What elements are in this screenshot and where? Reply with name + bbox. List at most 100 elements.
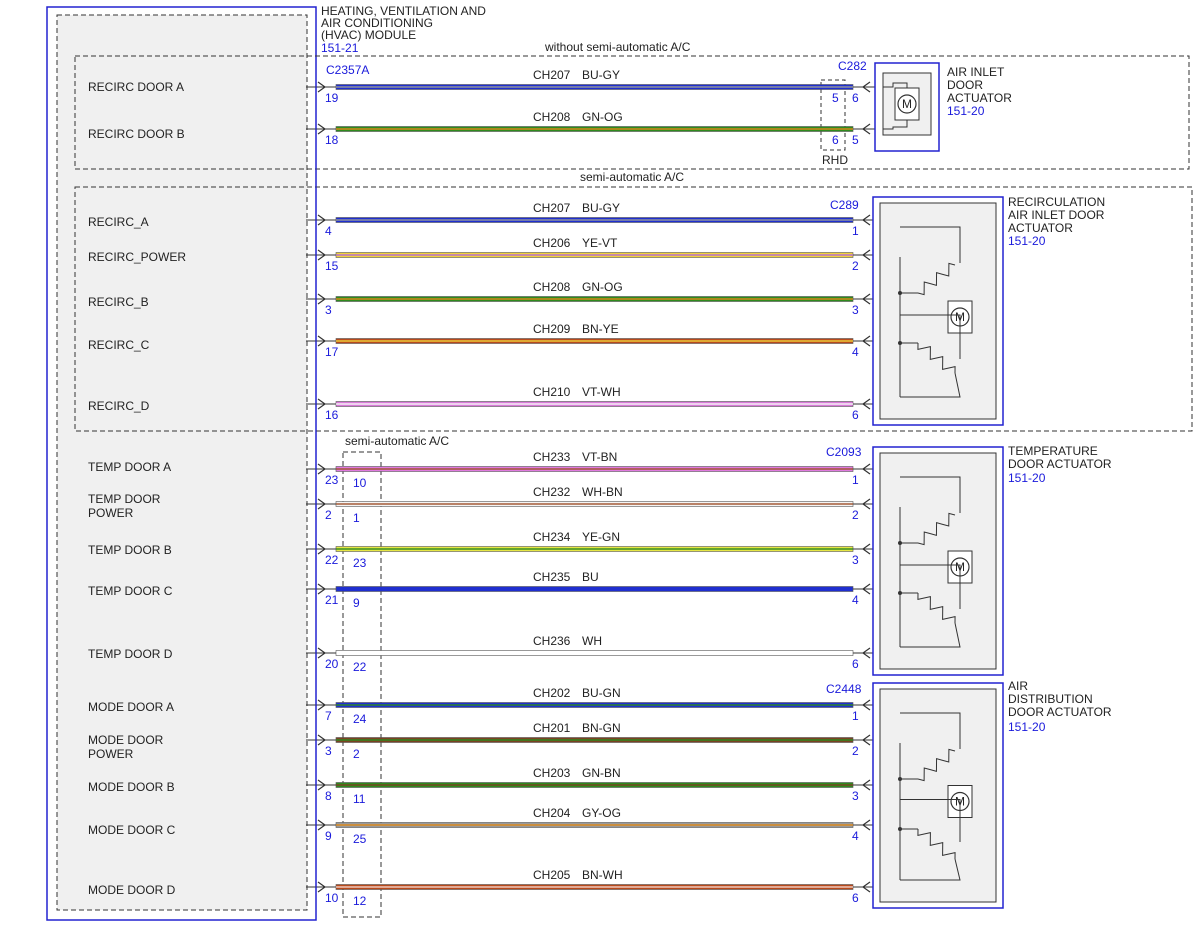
signal-label: POWER	[88, 506, 134, 520]
device-title: TEMPERATURE	[1008, 444, 1098, 458]
device-lead	[883, 120, 908, 130]
device-connector: C2093	[826, 445, 862, 459]
arrow-icon	[861, 734, 871, 746]
pin-device: 6	[852, 891, 859, 905]
pin-device: 3	[852, 553, 859, 567]
wire-color-code: GN-OG	[582, 110, 623, 124]
arrow-icon	[861, 819, 871, 831]
wire-color-code: BN-GN	[582, 721, 621, 735]
pin-module: 9	[325, 829, 332, 843]
device-panel	[879, 688, 997, 903]
device-title: ACTUATOR	[947, 91, 1012, 105]
winding-icon	[917, 592, 956, 624]
wire-color-code: GN-OG	[582, 280, 623, 294]
device-title: DOOR ACTUATOR	[1008, 705, 1112, 719]
signal-label: TEMP DOOR	[88, 492, 161, 506]
module-title-line-3: (HVAC) MODULE	[321, 28, 416, 42]
winding-icon	[917, 512, 956, 546]
arrow-icon	[861, 699, 871, 711]
device-lead	[900, 564, 961, 609]
wire-color-code: BN-WH	[582, 868, 623, 882]
arrow-icon	[317, 398, 327, 410]
arrow-icon	[861, 779, 871, 791]
wire-stripe	[336, 784, 853, 786]
arrow-icon	[861, 881, 871, 893]
signal-label: MODE DOOR D	[88, 883, 176, 897]
module-connector: C2357A	[326, 63, 369, 77]
pin-module: 16	[325, 408, 339, 422]
arrow-icon	[861, 249, 871, 261]
pin-module: 22	[325, 553, 339, 567]
arrow-icon	[861, 335, 871, 347]
device-title: DISTRIBUTION	[1008, 692, 1093, 706]
zone-bottom-box	[342, 451, 382, 918]
wire-stripe	[336, 886, 853, 888]
hvac-module-panel	[56, 14, 308, 911]
pin-device: 1	[852, 473, 859, 487]
device-lead	[900, 858, 961, 881]
arrow-icon	[317, 293, 327, 305]
arrow-icon	[317, 779, 327, 791]
pin-alt: 11	[353, 792, 366, 806]
arrow-icon	[317, 81, 327, 93]
pin-module: 2	[325, 508, 332, 522]
wire-stripe	[336, 739, 853, 741]
arrow-icon	[861, 647, 871, 659]
wire-circuit: CH204	[533, 806, 571, 820]
wire-color-code: GY-OG	[582, 806, 621, 820]
winding-icon	[917, 262, 956, 296]
pin-rhd: 6	[832, 133, 839, 147]
device-title: DOOR	[947, 78, 983, 92]
pin-module: 4	[325, 224, 332, 238]
pin-device: 6	[852, 408, 859, 422]
device-ref: 151-20	[1008, 471, 1046, 485]
wire-color-code: BU-GY	[582, 201, 620, 215]
pin-module: 3	[325, 744, 332, 758]
device-connector: C2448	[826, 682, 862, 696]
wire-color-code: WH-BN	[582, 485, 623, 499]
pin-alt: 9	[353, 596, 360, 610]
signal-label: RECIRC DOOR B	[88, 127, 185, 141]
wire-circuit: CH208	[533, 110, 571, 124]
device-panel	[879, 202, 997, 420]
wire-stripe	[336, 548, 853, 550]
winding-icon	[917, 748, 956, 782]
arrow-icon	[317, 463, 327, 475]
signal-label: RECIRC_A	[88, 215, 149, 229]
wire-circuit: CH202	[533, 686, 571, 700]
pin-device: 1	[852, 709, 859, 723]
signal-label: RECIRC_POWER	[88, 250, 186, 264]
arrow-icon	[317, 699, 327, 711]
wire-stripe	[336, 128, 853, 130]
wire-color-code: YE-VT	[582, 236, 618, 250]
pin-module: 15	[325, 259, 339, 273]
zone-top-box	[74, 55, 1190, 170]
wire-circuit: CH232	[533, 485, 571, 499]
arrow-icon	[861, 543, 871, 555]
pin-device: 6	[852, 657, 859, 671]
device-title: RECIRCULATION	[1008, 195, 1105, 209]
signal-label: TEMP DOOR C	[88, 584, 173, 598]
wire-stripe	[336, 503, 853, 505]
wire-color-code: WH	[582, 634, 602, 648]
arrow-icon	[317, 214, 327, 226]
wire-circuit: CH206	[533, 236, 571, 250]
signal-label: MODE DOOR B	[88, 780, 175, 794]
wire-body	[335, 586, 854, 592]
winding-icon	[917, 828, 956, 860]
pin-device: 6	[852, 91, 859, 105]
